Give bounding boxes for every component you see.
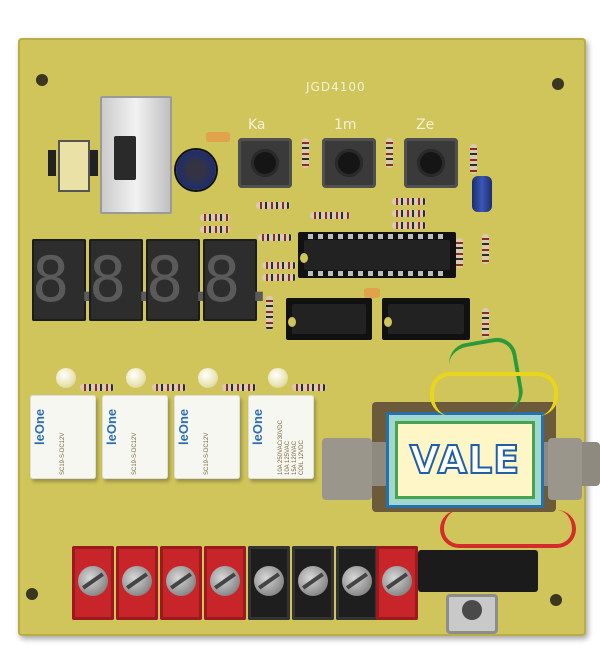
dc-jack-hole	[462, 600, 482, 620]
resistor	[292, 384, 326, 391]
board-model-label: JGD4100	[306, 80, 366, 94]
resistor	[392, 210, 426, 217]
mounting-hole	[552, 78, 564, 90]
ic-chip	[384, 304, 464, 334]
screw-icon	[210, 566, 240, 596]
transformer-bracket	[548, 438, 582, 500]
mounting-hole	[36, 74, 48, 86]
power-connector[interactable]	[418, 550, 538, 592]
microcontroller-chip	[300, 234, 450, 276]
terminal-block[interactable]	[72, 546, 114, 620]
resistor	[80, 384, 114, 391]
relay: leOne SC19-S-DC12V	[102, 395, 168, 479]
button-cap	[251, 149, 279, 177]
resistor	[258, 234, 292, 241]
seven-segment-digit: 8.	[89, 239, 164, 321]
screw-icon	[298, 566, 328, 596]
resistor	[256, 202, 290, 209]
resistor	[470, 144, 477, 174]
resistor	[456, 238, 463, 268]
ceramic-capacitor	[364, 288, 380, 298]
relay-brand: leOne	[32, 408, 47, 445]
resistor	[482, 234, 489, 264]
screw-icon	[78, 566, 108, 596]
ka-button[interactable]	[238, 138, 292, 188]
button-label-ze: Ze	[416, 117, 435, 133]
screw-icon	[166, 566, 196, 596]
resistor	[386, 138, 393, 168]
1m-button[interactable]	[322, 138, 376, 188]
relay-brand: leOne	[250, 408, 265, 445]
voltage-regulator	[114, 136, 136, 180]
resistor	[262, 274, 296, 281]
transformer-bracket	[322, 438, 372, 500]
relay-brand: leOne	[176, 408, 191, 445]
led-indicator	[126, 368, 146, 388]
red-wire	[440, 510, 576, 548]
terminal-block[interactable]	[376, 546, 418, 620]
ceramic-capacitor	[206, 132, 230, 142]
seven-segment-digit: 8.	[146, 239, 221, 321]
diode	[48, 150, 56, 176]
button-cap	[335, 149, 363, 177]
resistor	[222, 384, 256, 391]
resistor	[152, 384, 186, 391]
transformer-label: VALE	[386, 412, 544, 508]
terminal-block[interactable]	[116, 546, 158, 620]
button-cap	[417, 149, 445, 177]
led-indicator	[198, 368, 218, 388]
button-label-ka: Ka	[248, 117, 266, 133]
screw-icon	[382, 566, 412, 596]
mounting-hole	[26, 588, 38, 600]
terminal-block[interactable]	[336, 546, 378, 620]
relay-model: SC19-S-DC12V	[60, 432, 66, 475]
button-label-1m: 1m	[334, 117, 357, 133]
resistor	[482, 308, 489, 338]
screw-icon	[342, 566, 372, 596]
relay-rating: 10A 250VAC/30VDC 10A 125VAC 15A 120VAC C…	[278, 420, 305, 475]
screw-icon	[122, 566, 152, 596]
seven-segment-digit: 8.	[32, 239, 107, 321]
relay: leOne SC19-S-DC12V	[30, 395, 96, 479]
ze-button[interactable]	[404, 138, 458, 188]
mounting-hole	[550, 594, 562, 606]
relay-model: SC19-S-DC12V	[132, 432, 138, 475]
led-indicator	[56, 368, 76, 388]
led-indicator	[268, 368, 288, 388]
terminal-block[interactable]	[292, 546, 334, 620]
resistor	[266, 296, 273, 330]
relay-brand: leOne	[104, 408, 119, 445]
transformer: VALE	[328, 402, 600, 512]
relay: leOne 10A 250VAC/30VDC 10A 125VAC 15A 12…	[248, 395, 314, 479]
terminal-block[interactable]	[160, 546, 202, 620]
terminal-block[interactable]	[204, 546, 246, 620]
electrolytic-capacitor	[176, 150, 216, 190]
terminal-block[interactable]	[248, 546, 290, 620]
seven-segment-digit: 8.	[203, 239, 278, 321]
resistor	[262, 262, 296, 269]
diode	[90, 150, 98, 176]
resistor	[392, 222, 426, 229]
screw-icon	[254, 566, 284, 596]
heatsink	[100, 96, 172, 214]
electrolytic-capacitor	[472, 176, 492, 212]
resistor	[310, 212, 350, 219]
bridge-outline	[58, 140, 90, 192]
resistor	[392, 198, 426, 205]
ic-chip	[288, 304, 366, 334]
relay: leOne SC19-S-DC12V	[174, 395, 240, 479]
transformer-brand: VALE	[409, 437, 521, 483]
yellow-wire	[430, 372, 558, 416]
resistor	[302, 138, 309, 168]
relay-model: SC19-S-DC12V	[204, 432, 210, 475]
resistor	[200, 214, 230, 221]
resistor	[200, 226, 230, 233]
